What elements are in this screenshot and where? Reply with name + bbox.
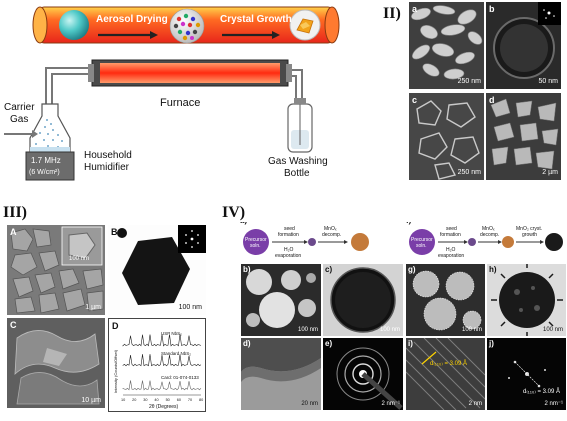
scale-bar-label: 100 nm (178, 304, 202, 311)
xrd-x-axis-label: 2θ (Degrees) (149, 404, 179, 410)
tube-left-end (32, 6, 48, 44)
xrd-tick-label: 50 (166, 398, 170, 402)
mno-particle-icon (502, 236, 514, 248)
xrd-tick-label: 30 (143, 398, 147, 402)
furnace-label: Furnace (160, 97, 200, 109)
xrd-series-label: Card: 01-074-0133 (161, 375, 199, 380)
xrd-trace (122, 354, 202, 367)
inset-scale-label: 100 nm (69, 256, 90, 262)
panel-label: b (489, 4, 495, 14)
xrd-series-label: Standard NbS₂ (161, 351, 191, 356)
humidifier-base (25, 151, 75, 181)
xrd-tick-label: 70 (188, 398, 192, 402)
xrd-series-label: USP NbS₂ (161, 331, 182, 336)
tem-image-b: b 50 nm (486, 2, 561, 89)
saed-image-IV-e: e) 2 nm⁻¹ (323, 338, 403, 410)
sem-image-IV-g: g) 100 nm (406, 264, 485, 336)
scale-bar-label: 250 nm (457, 78, 481, 85)
svg-text:Gas Washing: Gas Washing (268, 156, 328, 167)
sem-image-IV-b: b) 100 nm (241, 264, 321, 336)
panel-label: D (112, 321, 119, 331)
pipe (288, 69, 303, 104)
xrd-tick-label: 10 (121, 398, 125, 402)
xrd-trace (122, 334, 202, 347)
xrd-trace (122, 380, 202, 391)
scheme-a: a) Precursor soln. seed formation H₂O ev… (240, 222, 402, 262)
section-label-IV: IV) (222, 204, 246, 221)
sem-image-d: d 2 µm (486, 93, 561, 180)
tem-image-IV-d: d) 20 nm (241, 338, 321, 410)
scheme-f: f) Precursor soln. seed formation H₂O ev… (406, 222, 566, 262)
mno-particle-icon (351, 233, 369, 251)
panel-label: C (10, 320, 17, 330)
panel-label: A (10, 227, 17, 237)
sem-image-a: a 250 nm (409, 2, 484, 89)
aerosol-drying-label: Aerosol Drying (96, 14, 168, 25)
tem-image-IV-c: c) 100 nm (323, 264, 403, 336)
panel-label: B (111, 227, 118, 237)
scale-bar-label: 1 µm (85, 304, 101, 311)
xrd-tick-label: 40 (154, 398, 158, 402)
svg-text:1.7 MHz: 1.7 MHz (31, 156, 61, 165)
panel-label: c (412, 95, 418, 105)
aerosol-schematic: Aerosol Drying Crystal Growth Furnace 1.… (4, 6, 340, 181)
xrd-tick-label: 20 (132, 398, 136, 402)
svg-text:Bottle: Bottle (284, 168, 310, 179)
sem-image-C: C 10 µm (7, 318, 105, 408)
tem-image-IV-h: h) 100 nm (487, 264, 566, 336)
tem-image-B: B 100 nm (108, 225, 206, 315)
fft-image-IV-j: j) d₍₁₁₀₎ = 3.09 Å 2 nm⁻¹ (487, 338, 566, 410)
section-label-III: III) (3, 204, 28, 221)
tube-right-end (324, 6, 340, 44)
seed-particle-icon (468, 238, 476, 246)
droplet-icon (59, 10, 89, 40)
panel-label: d (489, 95, 495, 105)
mno2-crystal-icon (545, 233, 563, 251)
svg-text:Gas: Gas (10, 114, 28, 125)
xrd-y-axis-label: Intensity (Counts/Offset) (113, 349, 118, 393)
svg-text:Carrier: Carrier (4, 102, 35, 113)
svg-text:Humidifier: Humidifier (84, 162, 130, 173)
particles-icon (173, 13, 201, 41)
svg-text:(6 W/cm²): (6 W/cm²) (29, 169, 60, 176)
precursor-droplet-icon (409, 229, 435, 255)
section-label-II: II) (383, 5, 401, 22)
xrd-tick-label: 80 (199, 398, 203, 402)
xrd-tick-label: 60 (177, 398, 181, 402)
precursor-droplet-icon (243, 229, 269, 255)
hrtem-image-IV-i: i) d₍₁₁₀₎ = 3.09 Å 2 nm (406, 338, 485, 410)
crystal-growth-label: Crystal Growth (220, 14, 292, 25)
svg-text:Household: Household (84, 150, 132, 161)
scale-bar-label: 50 nm (538, 78, 558, 85)
scale-bar-label: 250 nm (457, 169, 481, 176)
panel-label: a (412, 4, 418, 14)
scale-bar-label: 2 µm (542, 169, 558, 176)
xrd-chart-D: USP NbS₂ Standard NbS₂ Card: 01-074-0133 10… (108, 318, 206, 412)
sem-image-c: c 250 nm (409, 93, 484, 180)
sem-image-A: A 100 nm 1 µm (7, 225, 105, 315)
scale-bar-label: 10 µm (81, 397, 101, 404)
seed-particle-icon (308, 238, 316, 246)
